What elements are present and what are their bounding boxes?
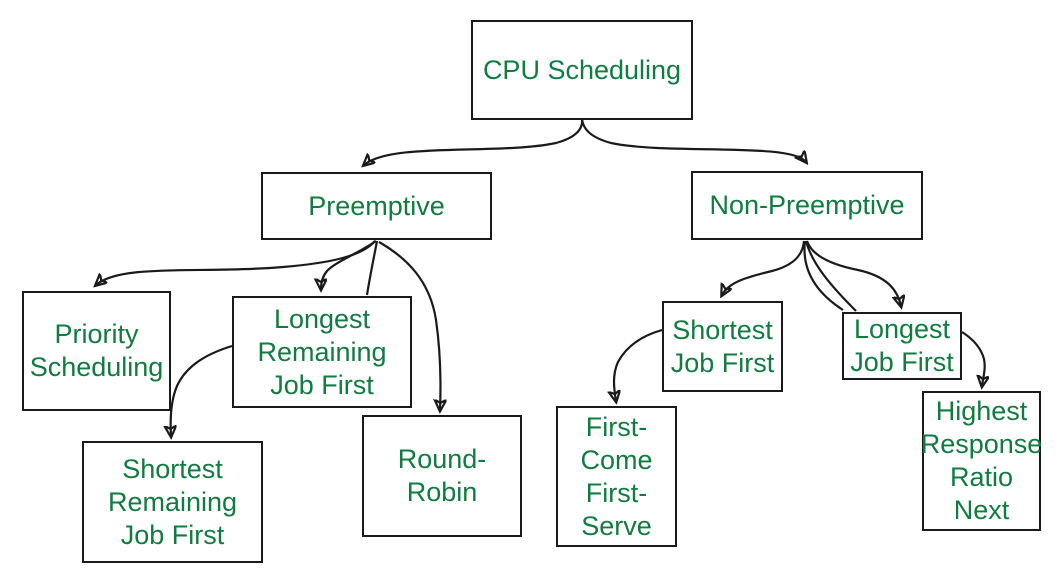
node-first-come-first-serve: First- Come First- Serve [556,406,677,547]
edge-cpu-to-non-preemptive [580,118,806,162]
node-priority-scheduling: Priority Scheduling [22,291,171,411]
edge-cpu-to-preemptive [364,118,584,165]
edge-preemptive-to-longest-remaining-job-first [321,240,377,289]
edge-shortest-job-first-to-first-come-first-serve [614,328,663,401]
node-longest-remaining-job-first: Longest Remaining Job First [232,296,412,408]
edge-non-preemptive-strand-a [803,240,844,311]
node-round-robin: Round- Robin [362,415,522,537]
edge-longest-remaining-to-shortest-remaining-job-first [171,344,233,436]
edge-preemptive-to-priority-scheduling [96,240,376,285]
edge-preemptive-to-round-robin [378,241,441,410]
node-cpu-scheduling: CPU Scheduling [471,20,693,120]
node-shortest-job-first: Shortest Job First [662,301,783,392]
edge-preemptive-to-longest-remaining-job-first-strand [365,240,379,296]
edge-longest-job-first-to-highest-response-ratio-next [961,331,985,386]
edge-non-preemptive-to-shortest-job-first [722,240,806,295]
node-preemptive: Preemptive [261,172,492,240]
edge-non-preemptive-strand-b [804,240,857,312]
node-longest-job-first: Longest Job First [842,312,962,380]
node-shortest-remaining-job-first: Shortest Remaining Job First [82,441,263,563]
node-highest-response-ratio-next: Highest Response Ratio Next [921,391,1042,531]
node-non-preemptive: Non-Preemptive [691,171,923,240]
edge-non-preemptive-to-longest-job-first [805,240,901,306]
